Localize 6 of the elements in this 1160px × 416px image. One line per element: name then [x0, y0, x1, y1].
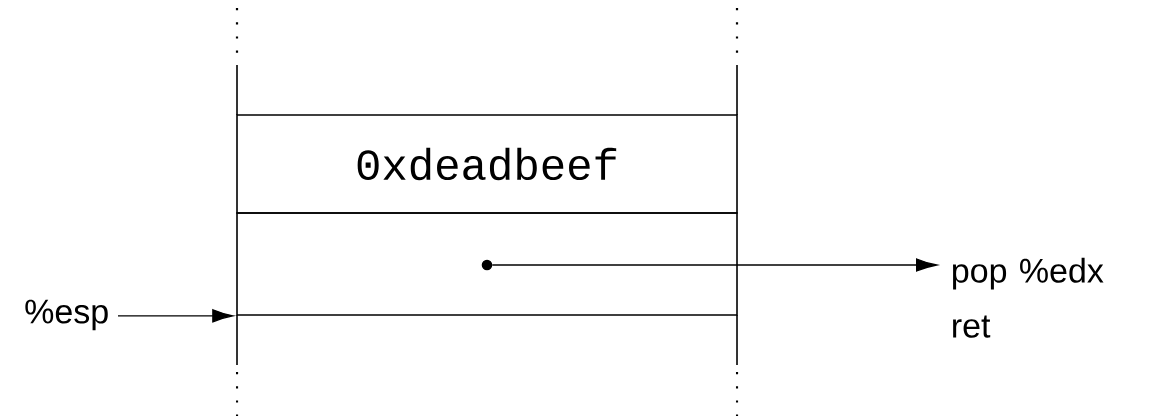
stack-cell: 0xdeadbeef [236, 114, 738, 214]
register-label: %esp [25, 299, 108, 331]
arrow [117, 309, 234, 323]
arrow [491, 258, 938, 272]
stack-cell [236, 212, 738, 316]
instruction-text: pop %edx ret [953, 257, 1104, 338]
